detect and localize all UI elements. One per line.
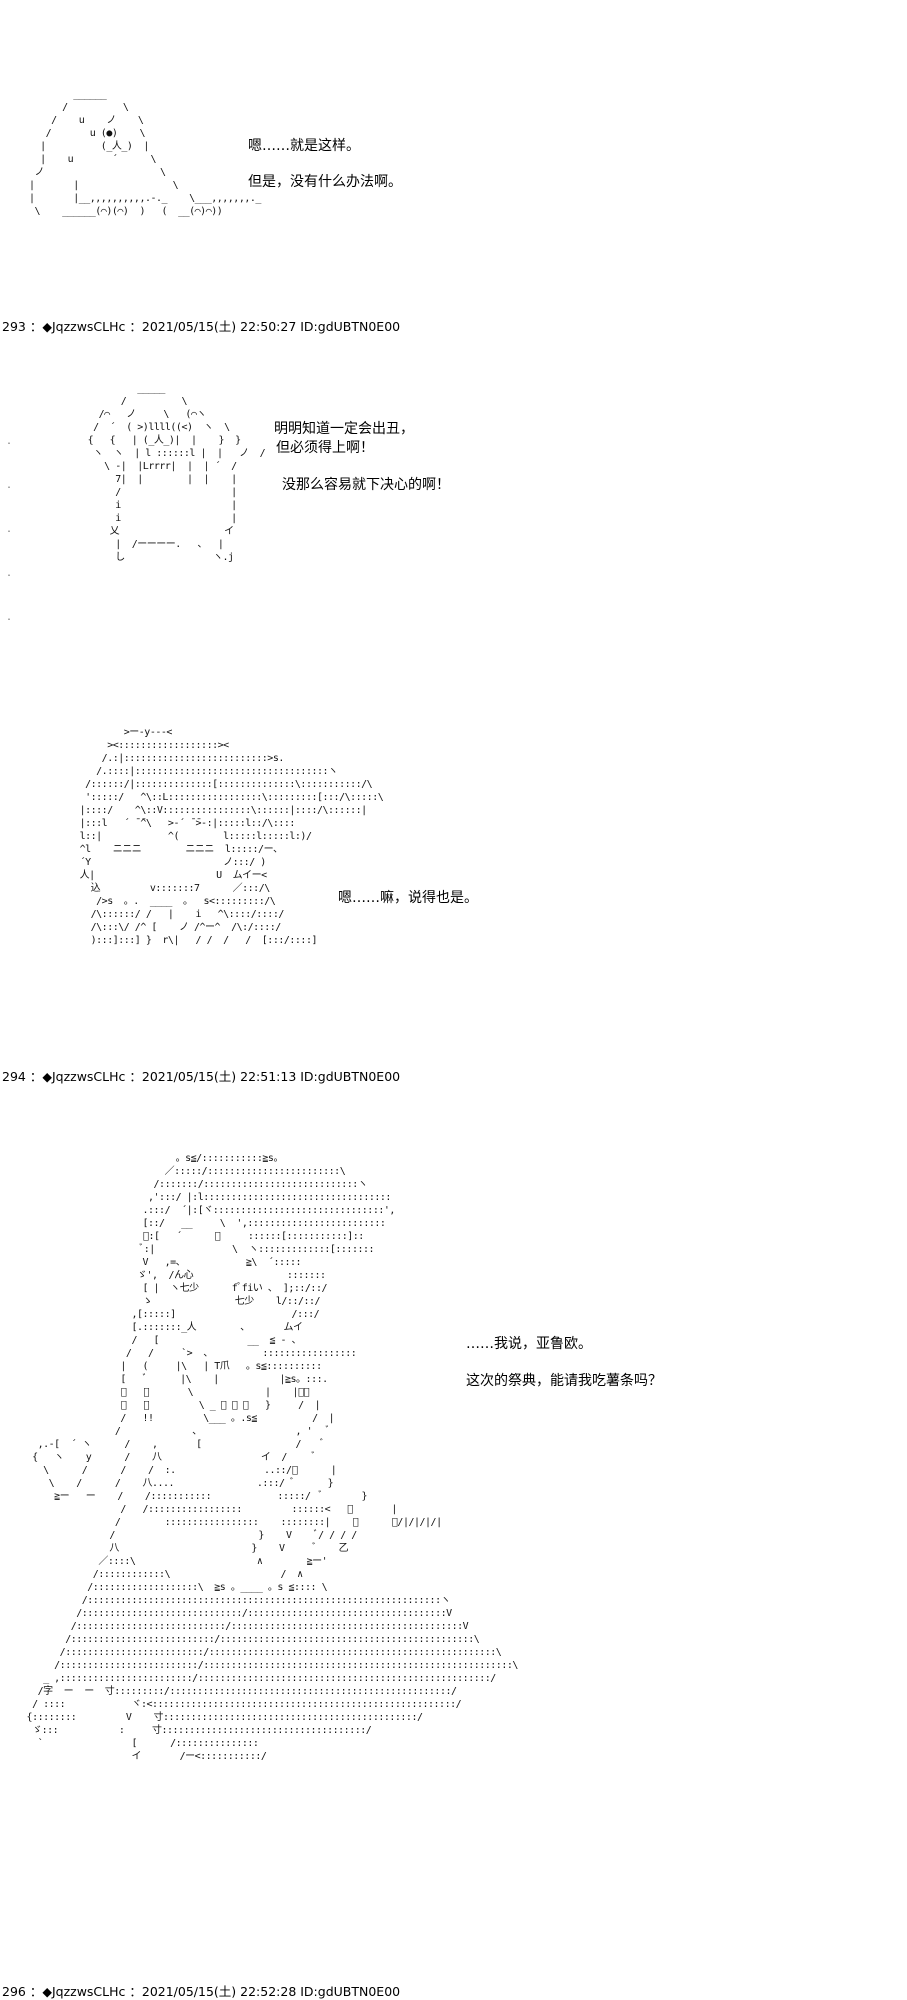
- dialogue-line: 明明知道一定会出丑，: [274, 421, 414, 437]
- post-header: 294 ：◆JqzzwsCLHc ：2021/05/15(土) 22:51:13…: [2, 1069, 401, 1084]
- dialogue-line: 没那么容易就下决心的啊！: [282, 477, 450, 493]
- post-header: 293 ：◆JqzzwsCLHc ：2021/05/15(土) 22:50:27…: [2, 319, 401, 334]
- ascii-art-figure-2: _____ / \ /⌒ ノ \ (⌒ヽ / ´ ( >)llll((<) ヽ …: [87, 383, 266, 563]
- post-header: 296 ：◆JqzzwsCLHc ：2021/05/15(土) 22:52:28…: [2, 1984, 401, 1999]
- ascii-art-figure-3: >ー‐y‐‐‐< ><::::::::::::::::::>< /.:|::::…: [79, 727, 384, 946]
- margin-dots: . . . . .: [6, 436, 13, 623]
- dialogue-line: 这次的祭典，能请我吃薯条吗？: [466, 1373, 662, 1389]
- dialogue-line: 嗯……嘛，说得也是。: [338, 890, 478, 906]
- ascii-art-figure-4: 。s≦/:::::::::::≧s。 ／:::::/::::::::::::::…: [26, 1153, 519, 1762]
- dialogue-line: 嗯……就是这样。: [248, 138, 360, 154]
- dialogue-line: 但必须得上啊！: [276, 440, 374, 456]
- ascii-art-figure-1: ______ / \ / u ノ \ / u (●) \ | (_人_) | |…: [29, 89, 261, 217]
- dialogue-line: 但是，没有什么办法啊。: [248, 174, 402, 190]
- dialogue-line: ……我说，亚鲁欧。: [466, 1336, 592, 1352]
